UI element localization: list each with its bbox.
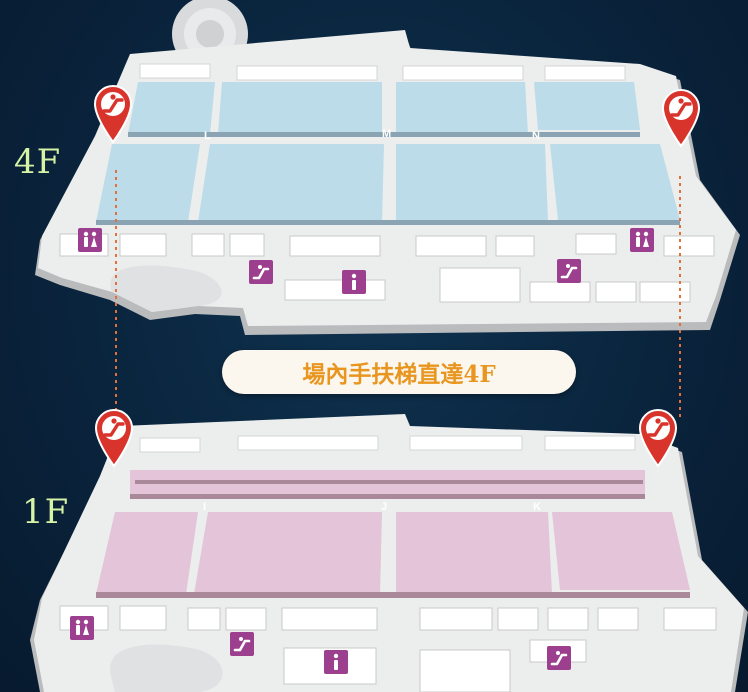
- hall-letter-j: J: [381, 501, 387, 513]
- hall-letter-k: K: [533, 501, 541, 513]
- escalator-icon[interactable]: [557, 259, 581, 283]
- escalator-icon[interactable]: [249, 260, 273, 284]
- info-icon[interactable]: [342, 270, 366, 294]
- restroom-icon[interactable]: [78, 228, 102, 252]
- restroom-icon[interactable]: [630, 228, 654, 252]
- escalator-direct-banner: 場內手扶梯直達4F: [222, 350, 576, 394]
- restroom-icon[interactable]: [70, 616, 94, 640]
- floor-label-1f: 1F: [22, 492, 70, 532]
- hall-letter-m: M: [382, 128, 391, 140]
- floor-label-4f: 4F: [14, 142, 62, 182]
- escalator-icon[interactable]: [547, 646, 571, 670]
- info-icon[interactable]: [324, 650, 348, 674]
- hall-letter-l: L: [204, 130, 211, 142]
- escalator-icon[interactable]: [230, 632, 254, 656]
- hall-block-4f: [96, 82, 680, 225]
- floor-1f-plan: I J K: [30, 414, 748, 692]
- hall-letter-i: I: [203, 501, 206, 513]
- hall-block-1f: [96, 470, 690, 598]
- escalator-route: [115, 170, 681, 420]
- floor-4f-plan: L M N: [35, 0, 740, 335]
- hall-letter-n: N: [532, 130, 540, 142]
